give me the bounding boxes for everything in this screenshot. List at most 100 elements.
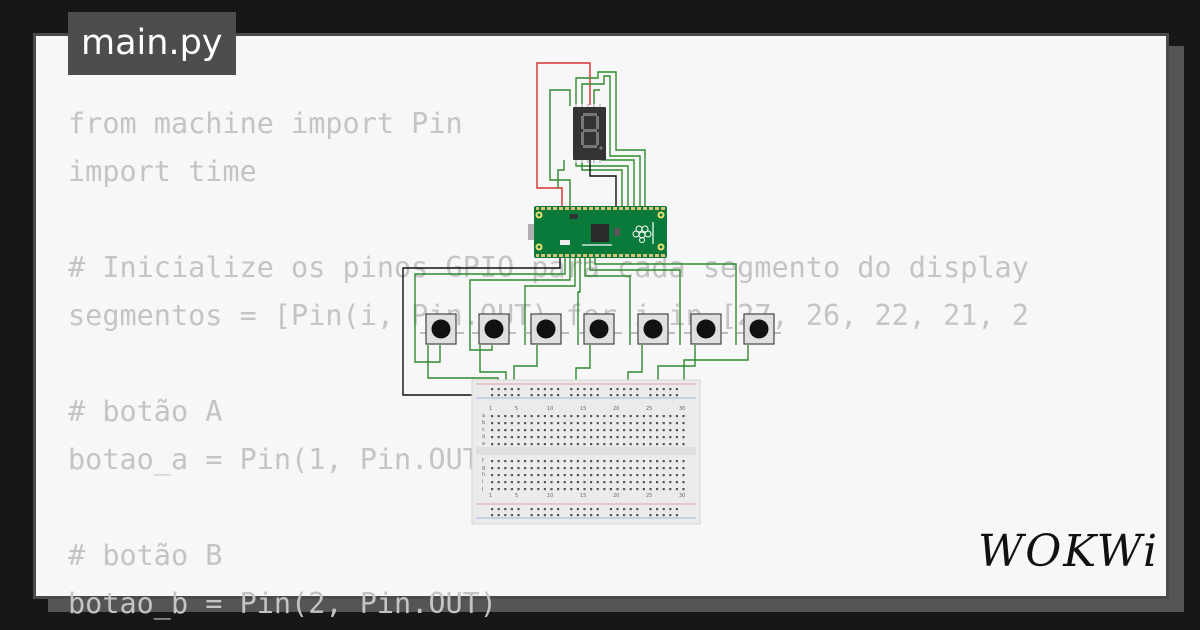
- breadboard-hole: [537, 415, 540, 418]
- breadboard-hole: [576, 429, 579, 432]
- breadboard-hole: [649, 488, 652, 491]
- breadboard-hole: [629, 394, 632, 397]
- breadboard-hole: [609, 467, 612, 470]
- pushbutton[interactable]: [631, 313, 675, 345]
- breadboard-hole: [649, 508, 652, 511]
- breadboard-hole: [649, 429, 652, 432]
- raspberry-pi-pico[interactable]: [528, 206, 667, 258]
- breadboard-hole: [510, 460, 513, 463]
- breadboard-hole: [517, 481, 520, 484]
- breadboard-hole: [557, 508, 560, 511]
- breadboard-hole: [504, 429, 507, 432]
- pushbutton[interactable]: [684, 313, 728, 345]
- breadboard-hole: [636, 429, 639, 432]
- breadboard-hole: [557, 429, 560, 432]
- breadboard-hole: [537, 460, 540, 463]
- breadboard-number: 25: [646, 493, 652, 499]
- breadboard-hole: [583, 429, 586, 432]
- breadboard-hole: [656, 467, 659, 470]
- breadboard-hole: [504, 415, 507, 418]
- breadboard-hole: [642, 460, 645, 463]
- breadboard-hole: [576, 481, 579, 484]
- breadboard-hole: [662, 422, 665, 425]
- breadboard-hole: [669, 394, 672, 397]
- breadboard-hole: [596, 422, 599, 425]
- breadboard-hole: [510, 422, 513, 425]
- breadboard-hole: [537, 514, 540, 517]
- breadboard-hole: [616, 508, 619, 511]
- breadboard-hole: [590, 481, 593, 484]
- breadboard-hole: [543, 436, 546, 439]
- breadboard-hole: [609, 422, 612, 425]
- breadboard-hole: [623, 436, 626, 439]
- pushbutton[interactable]: [525, 313, 569, 345]
- breadboard-hole: [623, 429, 626, 432]
- breadboard-hole: [596, 460, 599, 463]
- breadboard-number: 20: [613, 493, 619, 499]
- breadboard-hole: [609, 481, 612, 484]
- breadboard-hole: [682, 443, 685, 446]
- breadboard-hole: [649, 481, 652, 484]
- breadboard-letter: i: [482, 479, 483, 485]
- breadboard-hole: [504, 388, 507, 391]
- breadboard-hole: [543, 474, 546, 477]
- breadboard-hole: [656, 388, 659, 391]
- breadboard-hole: [656, 514, 659, 517]
- breadboard-hole: [609, 474, 612, 477]
- breadboard-hole: [662, 394, 665, 397]
- breadboard-hole: [590, 429, 593, 432]
- pushbutton[interactable]: [737, 313, 781, 345]
- breadboard-holes: [491, 388, 685, 517]
- breadboard-hole: [557, 514, 560, 517]
- breadboard-hole: [629, 481, 632, 484]
- breadboard-hole: [642, 436, 645, 439]
- breadboard-hole: [596, 415, 599, 418]
- breadboard-hole: [642, 467, 645, 470]
- breadboard-hole: [550, 388, 553, 391]
- breadboard-hole: [669, 388, 672, 391]
- breadboard-hole: [662, 388, 665, 391]
- breadboard-hole: [675, 488, 678, 491]
- breadboard-hole: [570, 514, 573, 517]
- breadboard-hole: [557, 488, 560, 491]
- breadboard-hole: [649, 394, 652, 397]
- breadboard-hole: [669, 481, 672, 484]
- breadboard-hole: [590, 514, 593, 517]
- pushbutton[interactable]: [578, 313, 622, 345]
- breadboard-hole: [675, 460, 678, 463]
- breadboard-hole: [510, 481, 513, 484]
- breadboard-hole: [583, 481, 586, 484]
- breadboard-hole: [682, 436, 685, 439]
- breadboard-hole: [609, 460, 612, 463]
- breadboard-hole: [656, 436, 659, 439]
- breadboard[interactable]: 1 5 10 15 20 25 30 1 5 10 15 20 25 30 a …: [471, 379, 701, 525]
- breadboard-hole: [517, 394, 520, 397]
- wire-green: [581, 160, 623, 207]
- seven-segment-display[interactable]: [573, 104, 606, 163]
- breadboard-hole: [596, 514, 599, 517]
- breadboard-hole: [504, 467, 507, 470]
- breadboard-row-letters: a b c d e f g h i j: [481, 413, 485, 492]
- breadboard-hole: [557, 388, 560, 391]
- breadboard-hole: [662, 508, 665, 511]
- pushbutton[interactable]: [472, 313, 516, 345]
- breadboard-hole: [656, 488, 659, 491]
- breadboard-hole: [603, 415, 606, 418]
- breadboard-hole: [510, 508, 513, 511]
- code-line: # Inicialize os pinos GPIO para cada seg…: [68, 251, 1029, 284]
- breadboard-letter: j: [481, 486, 483, 492]
- breadboard-hole: [590, 488, 593, 491]
- file-tab[interactable]: main.py: [68, 12, 236, 75]
- breadboard-number: 1: [489, 406, 492, 412]
- breadboard-hole: [616, 443, 619, 446]
- breadboard-hole: [636, 481, 639, 484]
- breadboard-hole: [649, 467, 652, 470]
- breadboard-hole: [517, 422, 520, 425]
- breadboard-hole: [543, 429, 546, 432]
- breadboard-hole: [543, 415, 546, 418]
- breadboard-hole: [563, 474, 566, 477]
- breadboard-hole: [537, 508, 540, 511]
- breadboard-hole: [524, 460, 527, 463]
- pushbutton[interactable]: [420, 313, 464, 345]
